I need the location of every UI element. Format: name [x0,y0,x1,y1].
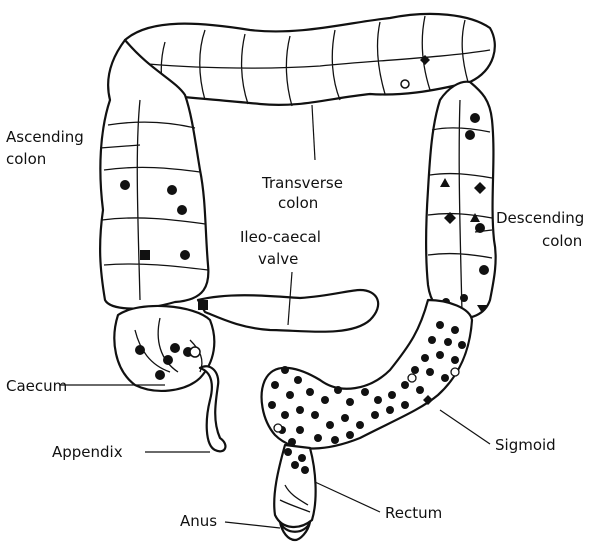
label-ascending-colon-line2: colon [6,150,46,168]
label-ileo-caecal-valve-line2: valve [258,250,298,268]
label-rectum: Rectum [385,504,442,522]
label-transverse-colon-line1: Transverse [261,174,343,192]
ileo-caecal-valve [198,300,208,310]
label-anus: Anus [180,512,217,530]
label-ileo-caecal-valve-line1: Ileo-caecal [240,228,321,246]
label-sigmoid: Sigmoid [495,436,556,454]
descending-colon [426,82,496,319]
label-descending-colon-line1: Descending [496,209,584,227]
label-descending-colon-line2: colon [542,232,582,250]
rectum [274,445,315,527]
ileum [198,290,378,332]
label-caecum: Caecum [6,377,67,395]
caecum [114,306,214,391]
label-appendix: Appendix [52,443,123,461]
label-ascending-colon-line1: Ascending [6,128,84,146]
label-transverse-colon-line2: colon [278,194,318,212]
appendix [200,366,225,451]
